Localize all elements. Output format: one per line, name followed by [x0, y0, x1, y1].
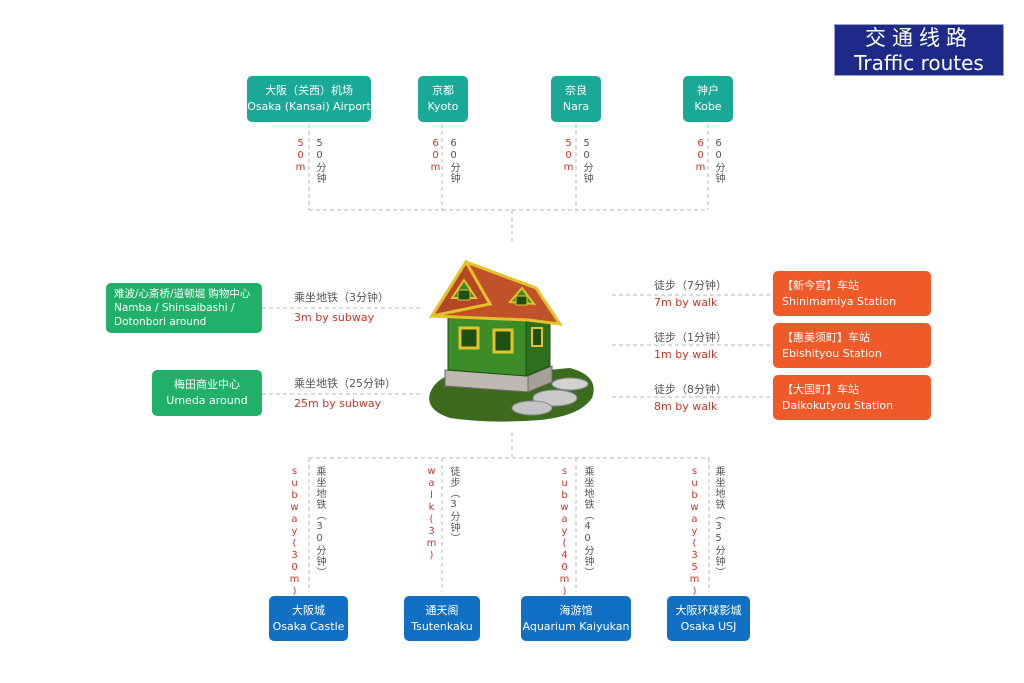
destination-zh: 京都 — [432, 84, 454, 97]
destination-en: Osaka USJ — [680, 619, 737, 633]
time-en: 50m — [295, 138, 306, 174]
destination-en: Kobe — [694, 100, 722, 113]
time-zh: 乘坐地铁（3分钟） — [294, 291, 389, 304]
destination-en: Umeda around — [166, 394, 248, 407]
time-zh: 乘坐地铁（35分钟） — [713, 466, 724, 578]
time-en: 25m by subway — [294, 397, 382, 410]
time-en: subway(30m) — [289, 466, 300, 598]
destination-box-kyoto: 京都 Kyoto — [418, 76, 468, 122]
destination-zh: 神户 — [697, 84, 719, 97]
destination-box-kobe: 神户 Kobe — [683, 76, 733, 122]
destination-zh: 难波/心斎桥/道顿堀 购物中心 — [114, 288, 251, 300]
destination-box-osaka-castle: 大阪城 Osaka Castle — [269, 596, 348, 641]
destination-box-usj: 大阪环球影城 Osaka USJ — [667, 596, 750, 641]
destination-en: Namba / Shinsaibashi / — [114, 302, 235, 314]
destination-box-daikokutyou: 【大国町】车站 Daikokutyou Station — [773, 375, 931, 420]
title-box: 交通线路 Traffic routes — [834, 24, 1004, 76]
time-en: subway(35m) — [689, 466, 700, 598]
time-zh: 乘坐地铁（25分钟） — [294, 377, 396, 390]
time-zh: 乘坐地铁（30分钟） — [314, 466, 325, 578]
destination-box-tsutenkaku: 通天阁 Tsutenkaku — [404, 596, 480, 641]
time-en: 8m by walk — [654, 400, 718, 413]
destination-en: Ebishityou Station — [782, 346, 882, 360]
time-en: 1m by walk — [654, 348, 718, 361]
destination-box-kaiyukan: 海游馆 Aquarium Kaiyukan — [521, 596, 631, 641]
destination-box-shinimamiya: 【新今宫】车站 Shinimamiya Station — [773, 271, 931, 316]
destination-zh: 大阪城 — [292, 603, 325, 617]
destination-zh: 【新今宫】车站 — [782, 278, 859, 292]
time-zh: 50分钟 — [314, 138, 325, 184]
destination-en: Aquarium Kaiyukan — [522, 619, 630, 633]
destination-zh: 奈良 — [565, 84, 587, 97]
time-zh: 徒步（7分钟） — [654, 279, 727, 292]
time-zh: 徒步（8分钟） — [654, 383, 727, 396]
destination-en: Osaka Castle — [272, 619, 345, 633]
title-zh: 交通线路 — [865, 25, 973, 50]
destination-en: Osaka (Kansai) Airport — [247, 100, 371, 113]
destination-box-namba: 难波/心斎桥/道顿堀 购物中心 Namba / Shinsaibashi / D… — [106, 283, 262, 333]
destination-zh: 【惠美须町】车站 — [782, 330, 870, 344]
destination-zh: 通天阁 — [425, 603, 459, 617]
time-zh: 乘坐地铁（40分钟） — [582, 466, 593, 578]
destination-box-umeda: 梅田商业中心 Umeda around — [152, 370, 262, 416]
destination-en: Daikokutyou Station — [782, 398, 894, 412]
title-en: Traffic routes — [854, 50, 984, 75]
time-en: 7m by walk — [654, 296, 718, 309]
time-en: 60m — [430, 138, 441, 174]
time-zh: 50分钟 — [581, 138, 592, 184]
destination-zh: 【大国町】车站 — [782, 382, 859, 396]
destination-en: Dotonbori around — [114, 316, 207, 328]
time-en: 60m — [695, 138, 706, 174]
destination-box-kansai-airport: 大阪（关西）机场 Osaka (Kansai) Airport — [247, 76, 371, 122]
time-zh: 60分钟 — [448, 138, 459, 184]
destination-zh: 海游馆 — [559, 603, 593, 617]
time-zh: 徒步（1分钟） — [654, 331, 727, 344]
time-en: 50m — [563, 138, 574, 174]
destination-en: Nara — [562, 100, 590, 113]
destination-box-nara: 奈良 Nara — [551, 76, 601, 122]
destination-zh: 大阪环球影城 — [675, 603, 742, 617]
time-zh: 徒步（3分钟） — [448, 466, 459, 544]
destination-en: Shinimamiya Station — [782, 294, 897, 308]
destination-zh: 大阪（关西）机场 — [265, 84, 353, 97]
destination-en: Tsutenkaku — [411, 619, 473, 633]
time-en: 3m by subway — [294, 311, 375, 324]
destination-box-ebishityou: 【惠美须町】车站 Ebishityou Station — [773, 323, 931, 368]
destination-zh: 梅田商业中心 — [174, 378, 240, 391]
house-illustration — [428, 259, 594, 422]
time-en: walk(3m) — [426, 466, 437, 562]
time-en: subway(40m) — [559, 466, 570, 598]
destination-en: Kyoto — [427, 100, 459, 113]
time-zh: 60分钟 — [713, 138, 724, 184]
